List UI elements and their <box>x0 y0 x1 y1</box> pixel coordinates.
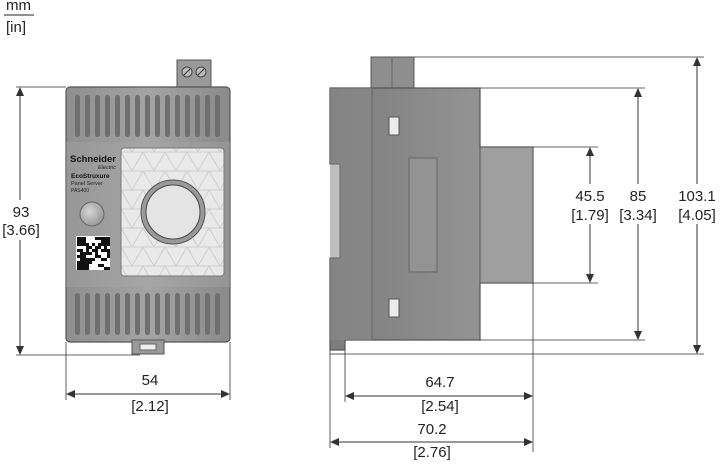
vent-slot <box>165 293 170 335</box>
vent-slot <box>155 95 160 137</box>
model-number: PAS400 <box>71 188 89 194</box>
vent-slot <box>185 293 190 335</box>
front-width-in: [2.12] <box>131 398 169 415</box>
side-depth-b-mm: 70.2 <box>417 421 446 438</box>
side-latch-bottom <box>388 298 400 318</box>
vent-slot <box>205 293 210 335</box>
front-bottom-vents <box>75 293 220 335</box>
vent-slot <box>85 293 90 335</box>
side-total-height-in: [4.05] <box>678 207 716 224</box>
product-name: Panel Server <box>71 181 103 187</box>
vent-slot <box>205 95 210 137</box>
front-width-mm: 54 <box>142 372 159 389</box>
vent-slot <box>95 293 100 335</box>
side-total-height-dimension: 103.1 [4.05] <box>345 56 720 355</box>
vent-slot <box>85 95 90 137</box>
side-label-recess <box>408 157 438 273</box>
unit-inch-label: [in] <box>6 19 26 36</box>
unit-mm-label: mm <box>6 0 31 14</box>
vent-slot <box>195 95 200 137</box>
vent-slot <box>145 293 150 335</box>
vent-slot <box>125 293 130 335</box>
front-din-clip <box>131 339 165 355</box>
front-ring-inner <box>145 184 201 240</box>
vent-slot <box>215 95 220 137</box>
side-view <box>329 56 534 355</box>
vent-slot <box>135 95 140 137</box>
front-terminal-block <box>176 59 212 89</box>
vent-slot <box>115 95 120 137</box>
vent-slot <box>145 95 150 137</box>
vent-slot <box>115 293 120 335</box>
unit-legend: mm [in] <box>4 0 34 36</box>
side-inner-height-in: [1.79] <box>571 207 609 224</box>
side-depth-b-in: [2.76] <box>413 444 451 461</box>
side-inner-height-dimension: 45.5 [1.79] <box>533 146 614 284</box>
front-view: Schneider Electric EcoStruxure Panel Ser… <box>65 59 231 355</box>
side-depth-a-dimension: 64.7 [2.54] <box>344 283 534 452</box>
vent-slot <box>125 95 130 137</box>
front-label-panel: Schneider Electric EcoStruxure Panel Ser… <box>70 154 116 194</box>
front-height-dimension: 93 [3.66] <box>0 86 140 356</box>
brand-subtitle: Electric <box>98 165 116 171</box>
vent-slot <box>135 293 140 335</box>
vent-slot <box>105 95 110 137</box>
front-top-vents <box>75 95 220 137</box>
vent-slot <box>105 293 110 335</box>
side-inner-height-mm: 45.5 <box>575 188 604 205</box>
side-body-height-in: [3.34] <box>619 207 657 224</box>
qr-code-icon <box>76 236 110 270</box>
front-height-mm: 93 <box>13 204 30 221</box>
side-depth-b-dimension: 70.2 [2.76] <box>329 354 533 461</box>
vent-slot <box>165 95 170 137</box>
vent-slot <box>175 95 180 137</box>
front-height-in: [3.66] <box>2 222 40 239</box>
front-width-dimension: 54 [2.12] <box>65 342 231 415</box>
side-front-protrusion <box>479 146 534 284</box>
vent-slot <box>175 293 180 335</box>
vent-slot <box>75 293 80 335</box>
vent-slot <box>155 293 160 335</box>
vent-slot <box>215 293 220 335</box>
vent-slot <box>185 95 190 137</box>
side-latch-top <box>388 116 400 136</box>
side-depth-a-in: [2.54] <box>421 398 459 415</box>
vent-slot <box>75 95 80 137</box>
side-body-height-dimension: 85 [3.34] <box>480 87 662 341</box>
product-line: EcoStruxure <box>71 173 110 180</box>
brand-name: Schneider <box>70 154 116 165</box>
side-body-height-mm: 85 <box>630 188 647 205</box>
vent-slot <box>195 293 200 335</box>
side-depth-a-mm: 64.7 <box>425 374 454 391</box>
status-led-icon <box>79 201 105 227</box>
vent-slot <box>95 95 100 137</box>
side-total-height-mm: 103.1 <box>678 188 716 205</box>
